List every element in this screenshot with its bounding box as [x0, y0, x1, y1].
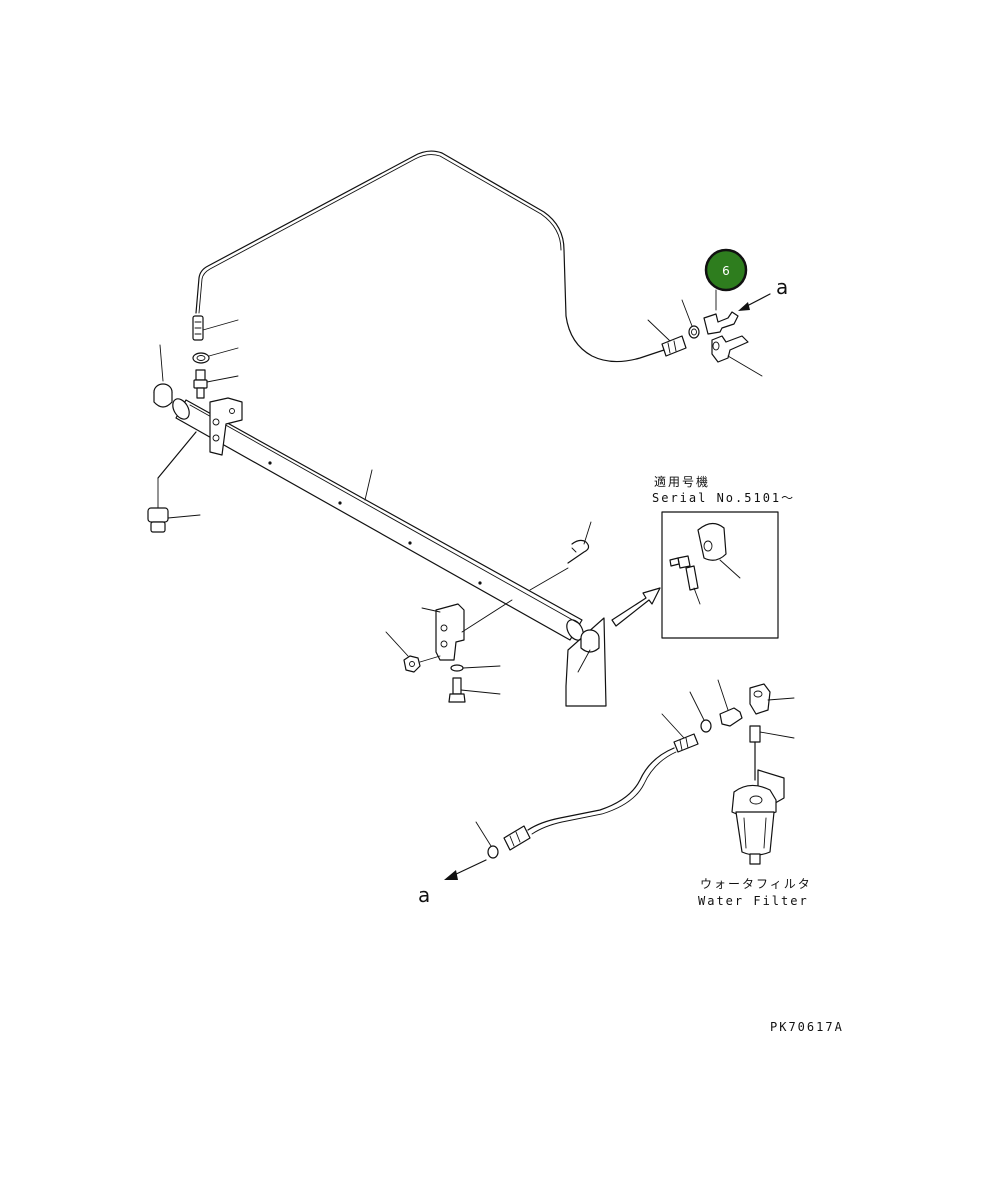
water-filter-japanese: ウォータフィルタ — [700, 877, 812, 891]
washer-icon — [450, 664, 501, 672]
upper-right-fittings: a — [647, 275, 788, 377]
water-filter-english: Water Filter — [698, 894, 809, 908]
lower-fuel-tube — [527, 747, 675, 831]
applicability-inset: 適用号機 Serial No.5101～ — [652, 474, 795, 639]
hex-nut-left-icon — [147, 431, 201, 533]
applicability-serial: Serial No.5101～ — [652, 491, 795, 505]
u-bolt-icon — [529, 521, 592, 591]
tube-sleeve-left-icon — [192, 315, 239, 341]
clamp-ring-left-icon — [192, 347, 239, 364]
bolt-icon — [448, 677, 501, 703]
lower-tube-end-icon: a — [418, 821, 531, 907]
flow-marker-lower: a — [418, 883, 430, 907]
connector-nipple-left-icon — [193, 369, 239, 399]
hex-nut-bracket-icon — [385, 631, 441, 673]
water-filter-icon — [731, 769, 785, 865]
pipe-cap-left-icon — [153, 344, 173, 408]
applicability-japanese: 適用号機 — [654, 474, 710, 489]
callout-badge-circle — [704, 248, 748, 292]
upper-fuel-tube — [195, 150, 665, 363]
lower-right-fittings — [661, 679, 795, 781]
drawing-code: PK70617A — [770, 1020, 844, 1034]
callout-number: 6 — [722, 264, 730, 278]
inset-pointer-arrow-icon — [611, 587, 661, 627]
mounting-bracket-left-icon — [209, 397, 243, 456]
callout-badge: 6 — [704, 248, 748, 311]
pipe-cap-right-icon — [565, 617, 607, 707]
main-pipe-icon — [172, 398, 584, 641]
flow-marker-upper: a — [776, 275, 788, 299]
lower-bracket-icon — [421, 599, 513, 661]
